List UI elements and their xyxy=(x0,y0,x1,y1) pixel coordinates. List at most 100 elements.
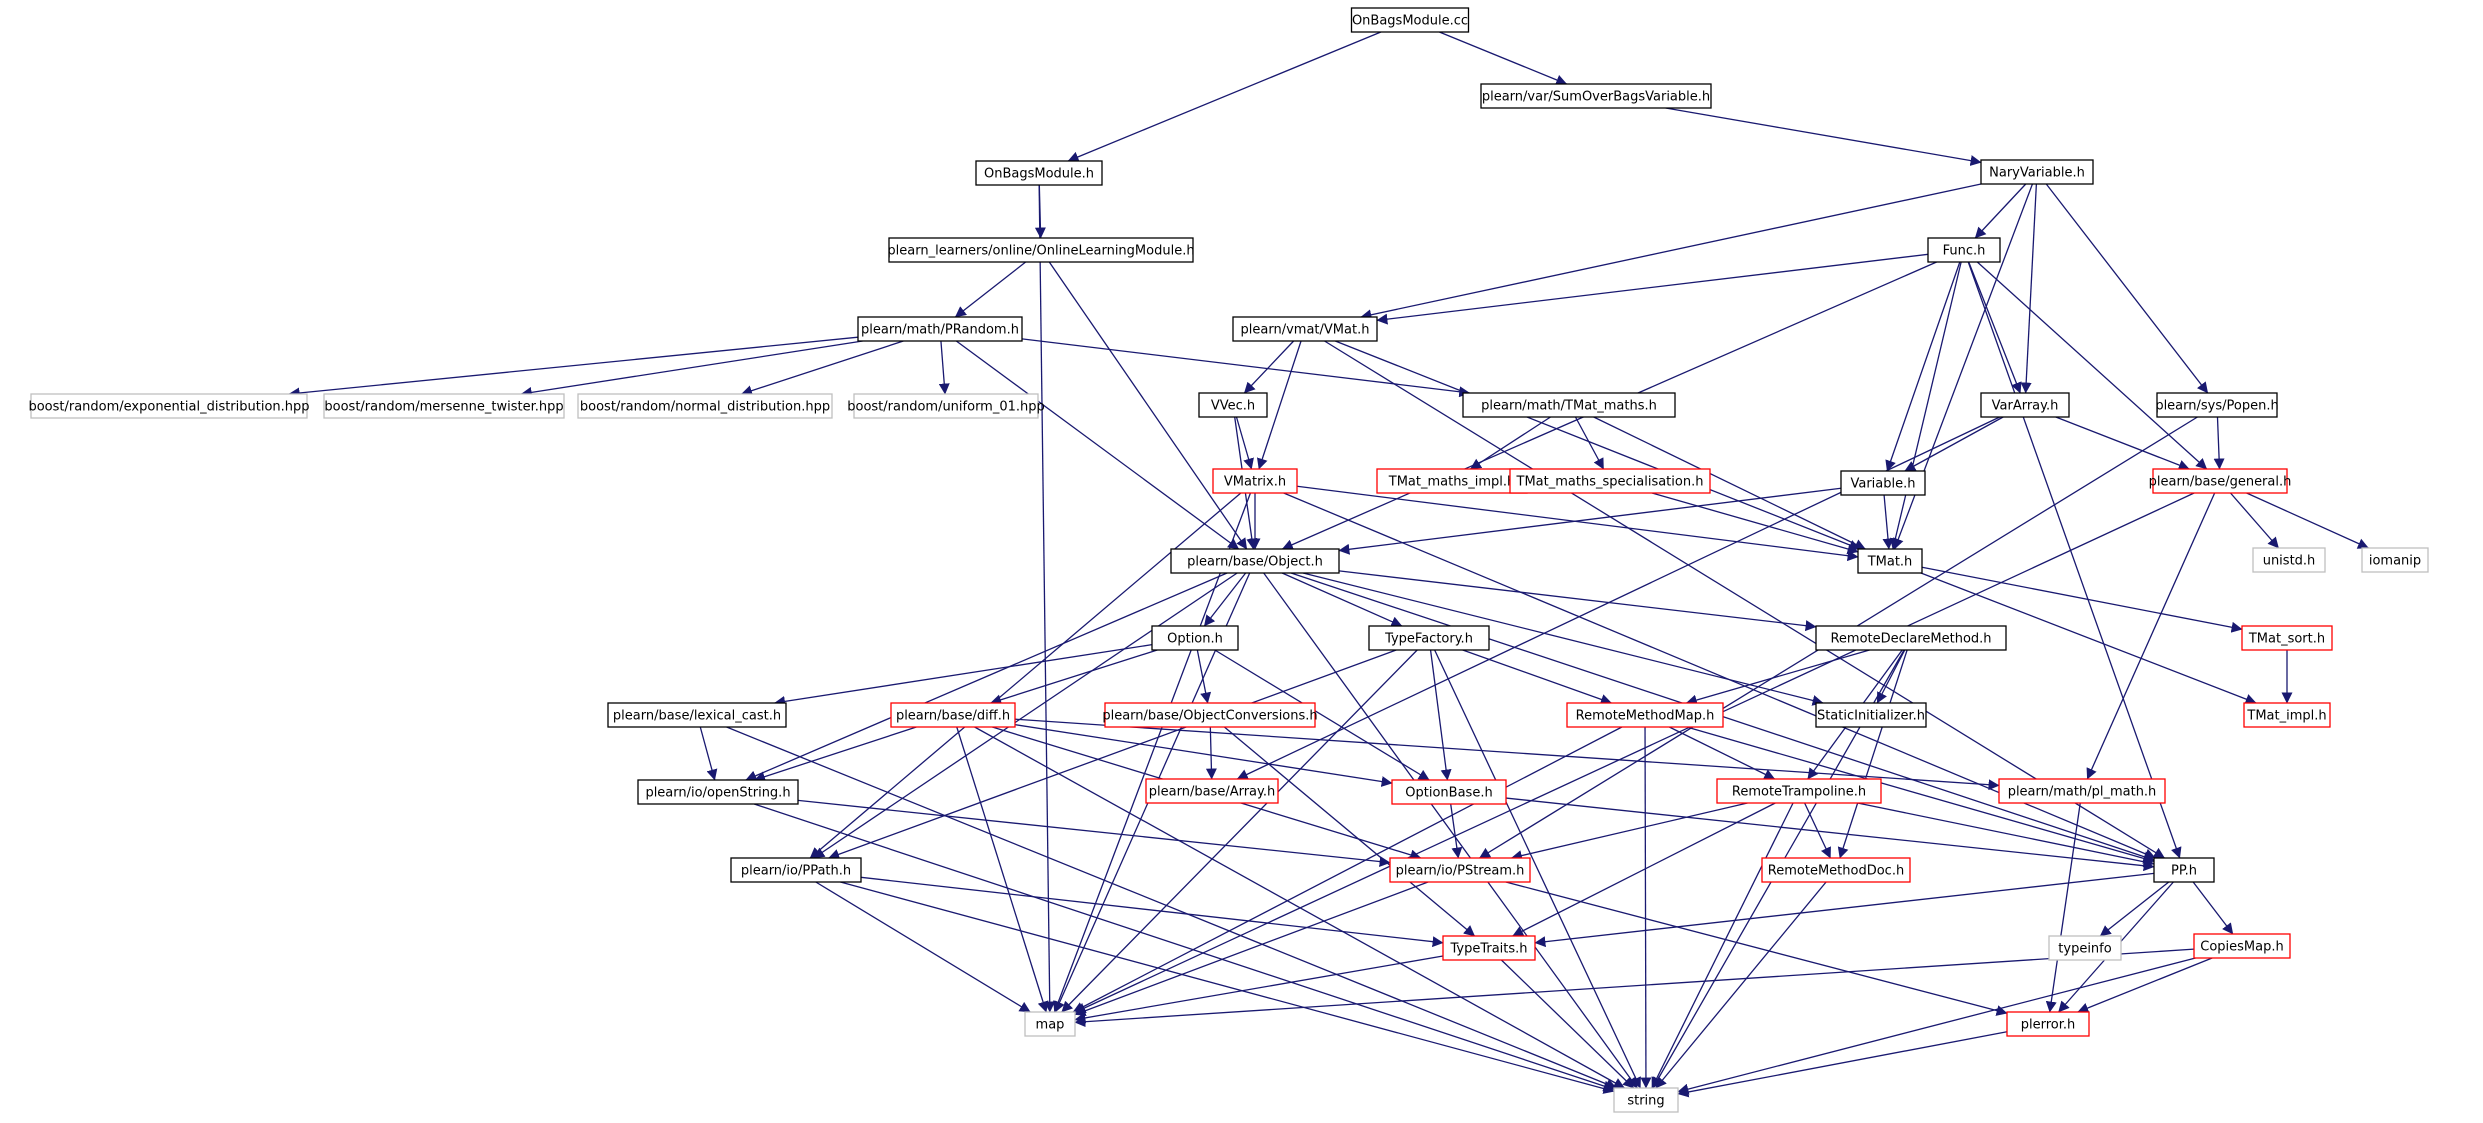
node-box xyxy=(888,237,1194,263)
edge-plearn-vmat-vmat-h-to-vvec-h xyxy=(1243,340,1295,394)
node-plearn-math-prandom-h[interactable]: plearn/math/PRandom.h xyxy=(857,316,1023,342)
node-variable-h[interactable]: Variable.h xyxy=(1840,470,1926,496)
edge-func-h-to-variable-h xyxy=(1885,261,1961,472)
node-plearn-base-array-h[interactable]: plearn/base/Array.h xyxy=(1145,778,1279,804)
node-plearn-math-pl-math-h[interactable]: plearn/math/pl_math.h xyxy=(1998,778,2166,804)
edge-remotetrampoline-h-to-string xyxy=(1651,802,1794,1089)
edge-plearn-learners-online-onlinelearningmodule-h-to-plearn-math-prandom-h xyxy=(954,261,1027,318)
node-boost-random-normal-distribution-hpp[interactable]: boost/random/normal_distribution.hpp xyxy=(577,393,833,419)
edge-tmat-h-to-tmat-sort-h xyxy=(1921,566,2243,633)
node-plearn-sys-popen-h[interactable]: plearn/sys/Popen.h xyxy=(2155,392,2279,418)
node-unistd-h[interactable]: unistd.h xyxy=(2252,547,2326,573)
node-plearn-io-openstring-h[interactable]: plearn/io/openString.h xyxy=(637,779,799,805)
node-typeinfo[interactable]: typeinfo xyxy=(2048,935,2122,961)
edge-plearn-io-openstring-h-to-plearn-io-pstream-h xyxy=(797,799,1391,868)
node-plearn-var-sumoverbagsvariable-h[interactable]: plearn/var/SumOverBagsVariable.h xyxy=(1480,83,1712,109)
edge-copiesmap-h-to-plerror-h xyxy=(2077,957,2213,1014)
node-box xyxy=(1368,625,1490,651)
node-box xyxy=(1980,159,2094,185)
node-vvec-h[interactable]: VVec.h xyxy=(1198,392,1268,418)
node-pp-h[interactable]: PP.h xyxy=(2153,857,2215,883)
edge-vmatrix-h-to-plearn-io-ppath-h xyxy=(809,492,1242,859)
edge-remotetrampoline-h-to-remotemethoddoc-h xyxy=(1804,802,1831,859)
node-plearn-io-ppath-h[interactable]: plearn/io/PPath.h xyxy=(730,857,862,883)
node-label: Option.h xyxy=(1167,632,1223,647)
node-label: map xyxy=(1036,1018,1065,1033)
node-plerror-h[interactable]: plerror.h xyxy=(2006,1011,2090,1037)
node-box xyxy=(1857,548,1923,574)
node-boost-random-uniform-01-hpp[interactable]: boost/random/uniform_01.hpp xyxy=(847,393,1045,419)
node-label: StaticInitializer.h xyxy=(1817,709,1925,724)
node-plearn-learners-online-onlinelearningmodule-h[interactable]: plearn_learners/online/OnlineLearningMod… xyxy=(887,237,1195,263)
edge-plearn-io-pstream-h-to-plerror-h xyxy=(1505,881,2008,1016)
node-label: OptionBase.h xyxy=(1405,786,1492,801)
edge-onbagsmodule-cc-to-onbagsmodule-h xyxy=(1067,31,1382,163)
edge-naryvariable-h-to-plearn-vmat-vmat-h xyxy=(1360,183,1982,321)
node-boost-random-mersenne-twister-hpp[interactable]: boost/random/mersenne_twister.hpp xyxy=(323,393,565,419)
node-plearn-base-general-h[interactable]: plearn/base/general.h xyxy=(2149,468,2292,494)
node-tmat-maths-impl-h[interactable]: TMat_maths_impl.h xyxy=(1376,468,1528,494)
node-vmatrix-h[interactable]: VMatrix.h xyxy=(1212,468,1298,494)
node-map[interactable]: map xyxy=(1024,1011,1076,1037)
edge-typefactory-h-to-remotemethodmap-h xyxy=(1462,649,1612,705)
node-box xyxy=(1462,392,1676,418)
node-boost-random-exponential-distribution-hpp[interactable]: boost/random/exponential_distribution.hp… xyxy=(28,393,310,419)
node-box xyxy=(323,393,565,419)
node-label: plearn/base/Array.h xyxy=(1149,785,1275,800)
edge-plearn-math-prandom-h-to-plearn-base-object-h xyxy=(955,340,1240,550)
edge-remotetrampoline-h-to-typetraits-h xyxy=(1512,802,1776,937)
edge-plearn-base-general-h-to-plearn-math-pl-math-h xyxy=(2086,492,2216,780)
edge-plearn-base-diff-h-to-map xyxy=(956,726,1049,1013)
node-typefactory-h[interactable]: TypeFactory.h xyxy=(1368,625,1490,651)
node-naryvariable-h[interactable]: NaryVariable.h xyxy=(1980,159,2094,185)
node-remotemethodmap-h[interactable]: RemoteMethodMap.h xyxy=(1566,702,1724,728)
node-plearn-base-object-h[interactable]: plearn/base/Object.h xyxy=(1170,548,1340,574)
node-plearn-io-pstream-h[interactable]: plearn/io/PStream.h xyxy=(1389,857,1531,883)
node-func-h[interactable]: Func.h xyxy=(1927,237,2001,263)
node-tmat-h[interactable]: TMat.h xyxy=(1857,548,1923,574)
edge-plearn-io-ppath-h-to-map xyxy=(815,881,1031,1013)
node-tmat-impl-h[interactable]: TMat_impl.h xyxy=(2243,702,2331,728)
node-label: plearn/base/general.h xyxy=(2149,475,2292,490)
edge-func-h-to-tmat-h xyxy=(1889,261,1962,550)
node-plearn-base-diff-h[interactable]: plearn/base/diff.h xyxy=(890,702,1016,728)
node-box xyxy=(1151,625,1239,651)
edge-variable-h-to-tmat-h xyxy=(1882,494,1894,550)
node-label: OnBagsModule.cc xyxy=(1352,14,1468,29)
node-plearn-math-tmat-maths-h[interactable]: plearn/math/TMat_maths.h xyxy=(1462,392,1676,418)
node-box xyxy=(975,160,1103,186)
node-remotetrampoline-h[interactable]: RemoteTrampoline.h xyxy=(1716,778,1882,804)
edge-plearn-base-diff-h-to-string xyxy=(974,726,1625,1089)
edge-plearn-math-tmat-maths-h-to-tmat-h xyxy=(1593,416,1866,550)
edge-plearn-math-prandom-h-to-boost-random-normal-distribution-hpp xyxy=(741,340,904,396)
edge-plearn-base-diff-h-to-plearn-io-openstring-h xyxy=(754,726,917,782)
node-copiesmap-h[interactable]: CopiesMap.h xyxy=(2193,933,2291,959)
node-staticinitializer-h[interactable]: StaticInitializer.h xyxy=(1815,702,1927,728)
edge-plearn-base-object-h-to-remotedeclaremethod-h xyxy=(1338,570,1817,632)
edge-naryvariable-h-to-plearn-sys-popen-h xyxy=(2045,183,2209,394)
node-iomanip[interactable]: iomanip xyxy=(2361,547,2429,573)
node-remotedeclaremethod-h[interactable]: RemoteDeclareMethod.h xyxy=(1815,625,2007,651)
node-box xyxy=(577,393,833,419)
edge-func-h-to-plearn-vmat-vmat-h xyxy=(1376,253,1929,325)
node-label: plerror.h xyxy=(2021,1018,2076,1033)
edge-plearn-base-object-h-to-staticinitializer-h xyxy=(1302,572,1824,706)
node-plearn-vmat-vmat-h[interactable]: plearn/vmat/VMat.h xyxy=(1232,316,1378,342)
node-remotemethoddoc-h[interactable]: RemoteMethodDoc.h xyxy=(1761,857,1911,883)
node-tmat-sort-h[interactable]: TMat_sort.h xyxy=(2241,625,2333,651)
edge-option-h-to-optionbase-h xyxy=(1214,649,1430,781)
node-vararray-h[interactable]: VarArray.h xyxy=(1980,392,2070,418)
edge-onbagsmodule-cc-to-plearn-var-sumoverbagsvariable-h xyxy=(1439,31,1568,86)
node-plearn-base-lexical-cast-h[interactable]: plearn/base/lexical_cast.h xyxy=(607,702,787,728)
node-tmat-maths-specialisation-h[interactable]: TMat_maths_specialisation.h xyxy=(1509,468,1711,494)
node-plearn-base-objectconversions-h[interactable]: plearn/base/ObjectConversions.h xyxy=(1102,702,1318,728)
node-typetraits-h[interactable]: TypeTraits.h xyxy=(1442,935,1536,961)
edge-naryvariable-h-to-vararray-h xyxy=(2020,183,2038,394)
node-option-h[interactable]: Option.h xyxy=(1151,625,1239,651)
node-string[interactable]: string xyxy=(1613,1087,1679,1113)
node-optionbase-h[interactable]: OptionBase.h xyxy=(1391,779,1507,805)
edge-remotemethodmap-h-to-map xyxy=(1072,726,1623,1013)
node-onbagsmodule-h[interactable]: OnBagsModule.h xyxy=(975,160,1103,186)
edge-tmat-maths-specialisation-h-to-tmat-h xyxy=(1651,492,1859,555)
node-box xyxy=(1376,468,1528,494)
